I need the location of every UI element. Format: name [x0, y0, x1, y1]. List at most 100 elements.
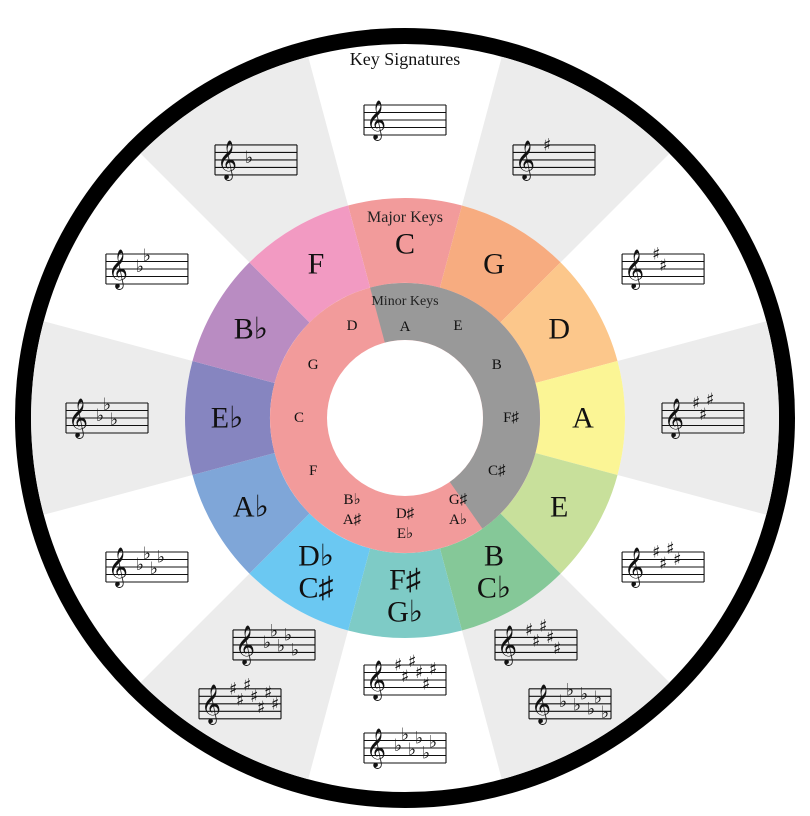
- treble-clef-icon: 𝄞: [624, 547, 644, 588]
- minor-key-label: E: [453, 318, 462, 334]
- minor-key-segment: D: [347, 318, 358, 334]
- major-key-label: C♯: [298, 572, 333, 605]
- key-signature-staff: 𝄞♯♯♯♯♯: [494, 617, 578, 666]
- treble-clef-icon: 𝄞: [217, 140, 237, 181]
- sharp-accidental: ♯: [415, 663, 423, 683]
- major-key-segment: C: [348, 198, 462, 288]
- key-signature-staff: 𝄞♯♯♯: [661, 390, 745, 439]
- minor-key-segment: C: [294, 410, 304, 426]
- flat-accidental: ♭: [573, 696, 581, 716]
- major-key-wedge: [500, 262, 618, 384]
- flat-accidental: ♭: [143, 544, 151, 564]
- flat-accidental: ♭: [587, 699, 595, 719]
- minor-keys-label: Minor Keys: [371, 294, 438, 309]
- major-key-label: G♭: [387, 596, 423, 629]
- flat-accidental: ♭: [408, 740, 416, 760]
- sharp-accidental: ♯: [401, 667, 409, 687]
- minor-key-segment: B♭A♯: [343, 492, 362, 528]
- minor-key-label: D: [347, 318, 358, 334]
- flat-accidental: ♭: [150, 559, 158, 579]
- minor-key-segment: B: [492, 357, 502, 373]
- major-key-label: G: [483, 247, 505, 280]
- treble-clef-icon: 𝄞: [366, 728, 386, 769]
- flat-accidental: ♭: [103, 395, 111, 415]
- sharp-accidental: ♯: [546, 628, 554, 648]
- key-signature-staff: 𝄞♭♭♭♭♭♭: [363, 725, 447, 769]
- flat-accidental: ♭: [143, 246, 151, 266]
- minor-key-label: G: [308, 357, 319, 373]
- key-signature-staff: 𝄞♭♭♭♭: [105, 544, 189, 588]
- major-key-wedge: [348, 198, 462, 288]
- ring-labels: Key Signatures Major Keys Minor Keys: [350, 49, 460, 309]
- key-signature-staff: 𝄞♯♯♯♯♯♯: [363, 652, 447, 701]
- major-key-label: B♭: [234, 313, 268, 346]
- treble-clef-icon: 𝄞: [201, 684, 221, 725]
- flat-accidental: ♭: [96, 406, 104, 426]
- major-key-segment: B♭: [192, 262, 310, 384]
- flat-accidental: ♭: [270, 622, 278, 642]
- treble-clef-icon: 𝄞: [68, 398, 88, 439]
- flat-accidental: ♭: [136, 555, 144, 575]
- major-key-wedge: [192, 452, 310, 574]
- sharp-accidental: ♯: [229, 679, 237, 699]
- center-hole: [327, 340, 483, 496]
- minor-key-label: B♭: [343, 492, 360, 508]
- sharp-accidental: ♯: [532, 632, 540, 652]
- treble-clef-icon: 𝄞: [515, 140, 535, 181]
- major-key-label: D♭: [298, 540, 334, 573]
- minor-key-segment: C♯: [488, 463, 506, 479]
- minor-sharp-region: [370, 283, 540, 529]
- major-key-label: A: [572, 402, 594, 435]
- sharp-accidental: ♯: [692, 394, 700, 414]
- sharp-accidental: ♯: [673, 550, 681, 570]
- major-key-wedge: [439, 513, 561, 631]
- major-key-label: E♭: [211, 402, 243, 435]
- flat-accidental: ♭: [277, 637, 285, 657]
- major-key-wedge: [500, 452, 618, 574]
- major-key-wedge: [185, 361, 275, 475]
- treble-clef-icon: 𝄞: [624, 249, 644, 290]
- major-key-label: B: [484, 540, 504, 573]
- treble-clef-icon: 𝄞: [664, 398, 684, 439]
- treble-clef-icon: 𝄞: [531, 684, 551, 725]
- flat-accidental: ♭: [110, 410, 118, 430]
- sharp-accidental: ♯: [408, 652, 416, 672]
- flat-accidental: ♭: [422, 744, 430, 764]
- flat-accidental: ♭: [245, 148, 253, 168]
- sharp-accidental: ♯: [525, 620, 533, 640]
- minor-key-label: C♯: [488, 463, 506, 479]
- key-signature-staff: 𝄞♭♭♭♭♭: [232, 622, 316, 666]
- key-signature-staff: 𝄞♯: [512, 135, 596, 181]
- key-signature-staff: 𝄞♭♭: [105, 246, 189, 290]
- sharp-accidental: ♯: [659, 256, 667, 276]
- minor-key-label: B: [492, 357, 502, 373]
- flat-accidental: ♭: [157, 548, 165, 568]
- sharp-accidental: ♯: [257, 698, 265, 718]
- flat-accidental: ♭: [401, 725, 409, 745]
- major-key-wedge: [192, 262, 310, 384]
- major-key-label: F: [308, 247, 325, 280]
- major-key-label: C♭: [477, 572, 511, 605]
- minor-key-segment: G♯A♭: [449, 492, 468, 528]
- treble-clef-icon: 𝄞: [366, 660, 386, 701]
- treble-clef-icon: 𝄞: [108, 249, 128, 290]
- major-key-wedge: [249, 205, 371, 323]
- key-signature-staff: 𝄞♭: [214, 140, 298, 181]
- sharp-accidental: ♯: [706, 390, 714, 410]
- minor-key-label: A♭: [449, 512, 467, 528]
- sharp-accidental: ♯: [264, 683, 272, 703]
- minor-key-segment: F: [309, 463, 317, 479]
- treble-clef-icon: 𝄞: [366, 100, 386, 141]
- key-signature-staff: 𝄞♯♯♯♯♯♯♯: [198, 676, 282, 725]
- flat-accidental: ♭: [594, 688, 602, 708]
- minor-key-segment: D♯E♭: [396, 506, 415, 542]
- sharp-accidental: ♯: [652, 245, 660, 265]
- key-signature-staff: 𝄞 ♯♯: [621, 245, 705, 290]
- flat-accidental: ♭: [580, 684, 588, 704]
- treble-clef-icon: 𝄞: [235, 625, 255, 666]
- minor-key-segment: G: [308, 357, 319, 373]
- flat-accidental: ♭: [415, 729, 423, 749]
- major-key-label: A♭: [233, 491, 269, 524]
- flat-accidental: ♭: [566, 681, 574, 701]
